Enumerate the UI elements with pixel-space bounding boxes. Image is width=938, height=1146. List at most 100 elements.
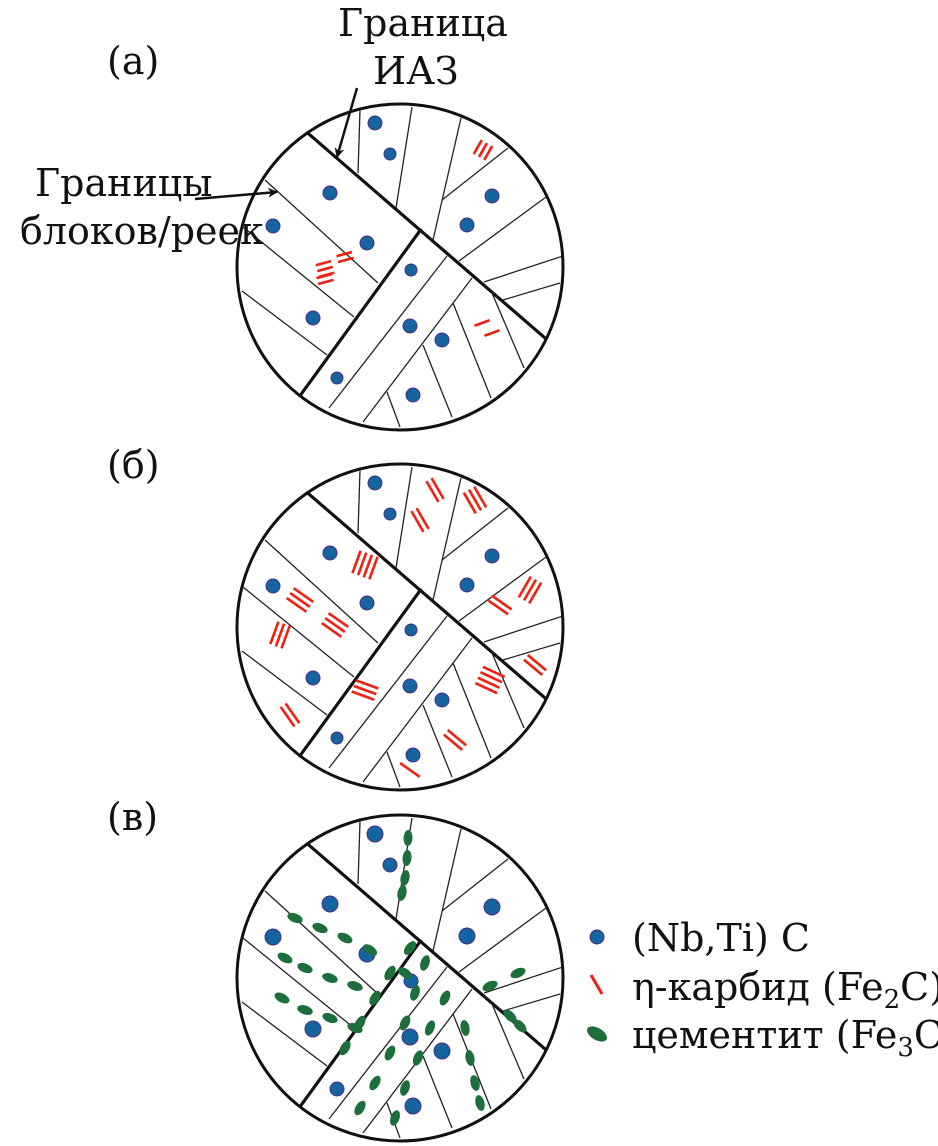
nbtic-particle	[405, 387, 421, 403]
cementite-particle	[287, 912, 303, 924]
lath-boundary	[242, 937, 355, 1029]
nbtic-particle	[484, 548, 500, 564]
lath-boundary	[264, 179, 379, 284]
nbtic-particle	[305, 310, 321, 326]
eta-carbide-particle	[315, 259, 332, 267]
eta-carbide-particle	[528, 581, 543, 605]
nbtic-particle	[330, 371, 344, 385]
cementite-particle	[397, 885, 407, 901]
lath-boundary	[502, 642, 561, 661]
cementite-particle	[424, 1020, 436, 1036]
eta-carbide-particle	[285, 596, 308, 613]
lath-boundary	[458, 556, 547, 622]
lath-boundary	[502, 282, 561, 301]
eta-carbide-particle	[474, 319, 490, 327]
nbtic-particle	[402, 318, 418, 334]
lath-boundary	[241, 650, 328, 716]
cementite-particle	[420, 955, 430, 971]
eta-carbide-particle	[324, 617, 346, 633]
nbtic-particle	[265, 218, 281, 234]
cementite-particle	[274, 992, 290, 1004]
cementite-particle	[439, 990, 451, 1006]
lath-boundary	[386, 391, 401, 428]
cementite-particle	[460, 1020, 470, 1036]
eta-carbide-particle	[269, 621, 280, 645]
nbtic-particle	[366, 825, 384, 843]
nbtic-particle	[265, 578, 281, 594]
eta-carbide-particle	[467, 488, 483, 512]
cementite-particle	[354, 1015, 366, 1031]
legend-cementite-label: цементит (Fe3C)	[632, 1013, 938, 1063]
grain-outline	[235, 462, 565, 792]
lath-boundary	[264, 539, 379, 644]
eta-carbide-particle	[399, 762, 421, 778]
nbtic-particle	[459, 217, 475, 233]
eta-carbide-particle	[316, 265, 334, 273]
eta-carbide-particle	[327, 612, 350, 629]
lath-boundary	[328, 615, 448, 769]
cementite-particle	[369, 990, 381, 1006]
eta-carbide-particle	[368, 556, 379, 580]
cementite-particle	[465, 1050, 475, 1066]
eta-carbide-particle	[356, 552, 368, 576]
lath-boundary	[357, 469, 361, 534]
nbtic-particle	[459, 577, 475, 593]
eta-carbide-particle	[484, 329, 500, 337]
lath-boundary	[242, 586, 355, 678]
microstructure-circle-2	[235, 462, 565, 792]
nbtic-particle	[383, 507, 397, 521]
lath-boundary	[502, 993, 561, 1012]
eta-carbide-particle	[353, 684, 377, 696]
eta-carbide-particle	[415, 507, 430, 530]
cementite-particle	[475, 1095, 485, 1111]
eta-carbide-particle	[274, 623, 286, 647]
eta-carbide-particle	[317, 278, 334, 286]
nbtic-particle	[367, 115, 383, 131]
microstructure-circle-1	[235, 102, 565, 432]
cementite-particle	[403, 941, 417, 955]
cementite-particle	[470, 1075, 480, 1091]
nbtic-particle	[484, 188, 500, 204]
lath-boundary	[441, 858, 509, 912]
lath-boundary	[362, 637, 473, 783]
cementite-particle	[297, 962, 313, 974]
microstructure-circle-3	[235, 813, 565, 1143]
lath-boundary	[452, 662, 492, 759]
microstructure-panels	[235, 102, 565, 1143]
eta-carbide-particle	[355, 679, 379, 690]
eta-carbide-particle	[523, 658, 544, 677]
legend-dot-icon	[589, 929, 605, 945]
cementite-particle	[322, 1012, 338, 1024]
eta-carbide-particle	[316, 272, 333, 280]
cementite-particle	[410, 985, 420, 1001]
lath-boundary	[491, 1003, 525, 1080]
block-boundaries-label-line1: Границы	[35, 161, 212, 205]
panel-label-a: (а)	[107, 39, 159, 83]
boundaries	[241, 466, 563, 788]
legend-nbtic-label: (Nb,Ti) C	[632, 916, 810, 960]
lath-boundary	[432, 117, 462, 241]
eta-carbide-particle	[336, 250, 353, 258]
eta-carbide-particle	[474, 681, 498, 695]
eta-carbide-particle	[443, 733, 464, 752]
cementite-particle	[482, 980, 498, 992]
eta-carbide-particle	[517, 575, 532, 599]
nbtic-particle	[383, 147, 397, 161]
eta-carbide-particle	[279, 706, 296, 728]
haz-boundary	[304, 129, 551, 344]
eta-carbide-particle	[477, 142, 489, 158]
nbtic-particle	[322, 185, 338, 201]
nbtic-particle	[404, 263, 418, 277]
eta-carbide-particle	[289, 592, 311, 608]
eta-carbide-particle	[292, 587, 315, 604]
block-boundaries-label-line2: блоков/реек	[20, 209, 264, 253]
cementite-particle	[369, 1075, 381, 1091]
lath-boundary	[483, 615, 563, 643]
lath-boundary	[386, 751, 401, 788]
nbtic-particle	[330, 731, 344, 745]
eta-carbide-particle	[351, 550, 362, 574]
lath-boundary	[362, 277, 473, 423]
lath-boundary	[441, 507, 509, 561]
cementite-particle	[402, 850, 412, 866]
